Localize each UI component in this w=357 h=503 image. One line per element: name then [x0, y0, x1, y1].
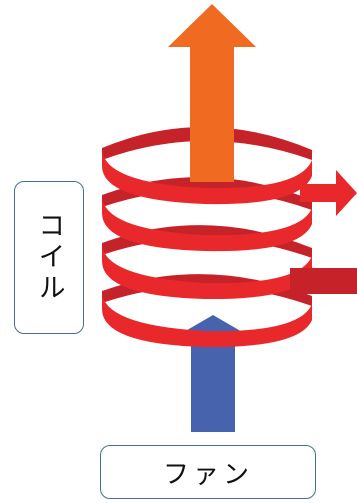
coil-label: コイル	[33, 211, 65, 304]
coil-outlet-arrow	[300, 170, 357, 216]
fan-label-box: ファン	[100, 445, 316, 499]
fan-label: ファン	[162, 459, 253, 490]
coil-front-turns	[102, 148, 312, 348]
hot-airflow-arrow	[168, 4, 256, 182]
coil-inlet-lead	[290, 268, 357, 294]
coil-label-box: コイル	[14, 181, 84, 334]
